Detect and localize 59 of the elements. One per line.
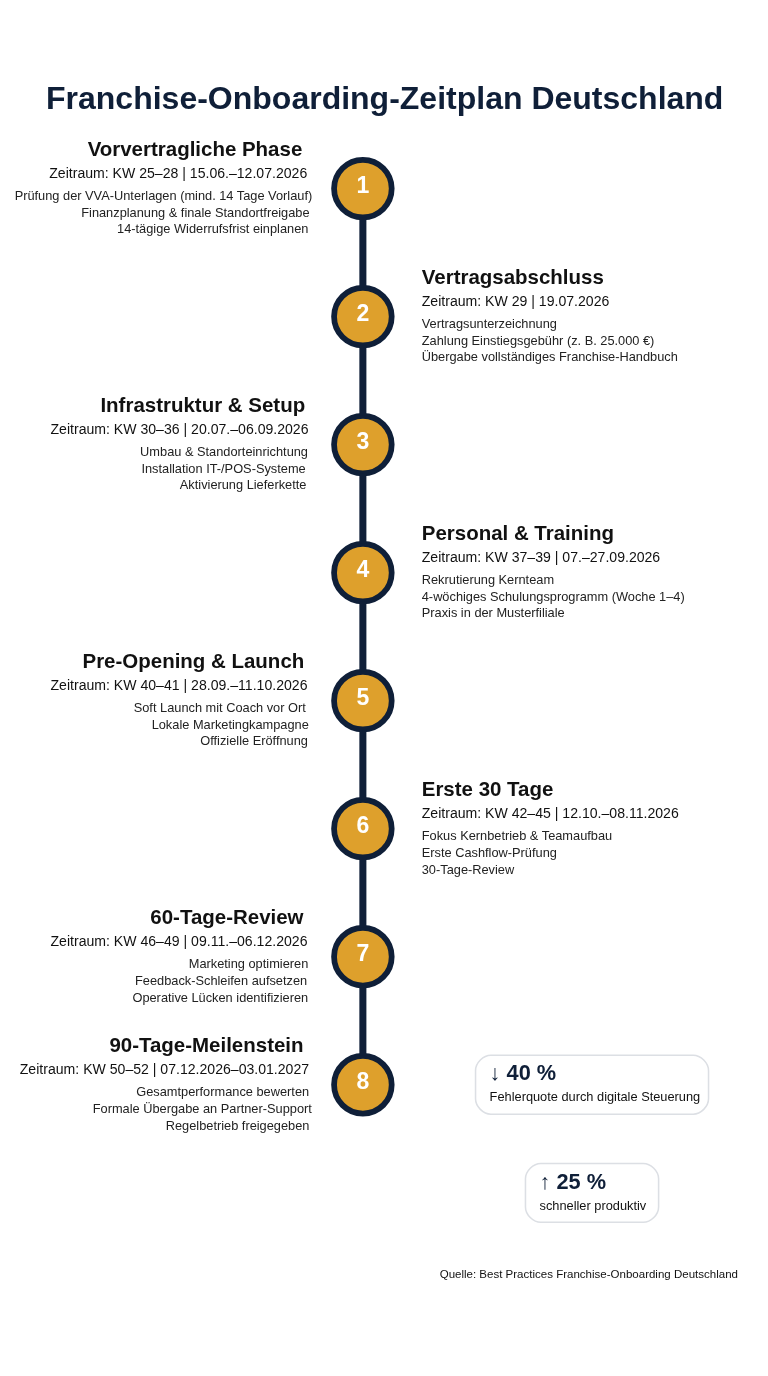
node-label: Zeitraum: KW 30–36 | 20.07.–06.09.2026 [50,420,309,437]
node-circle: 7 [331,924,395,988]
connector [359,857,367,928]
node-label: Installation IT-/POS-Systeme [141,460,306,476]
node-label: Lokale Marketingkampagne [151,716,309,732]
node-label: 30-Tage-Review [421,860,515,876]
node-circle: 2 [331,284,395,348]
node-label: Gesamtperformance bewerten [136,1083,310,1099]
node-circle: 8 [331,1052,395,1116]
node-label: Aktivierung Lieferkette [179,476,307,492]
connector [359,985,367,1056]
node-circle: 4 [331,540,395,604]
node-label: Zeitraum: KW 50–52 | 07.12.2026–03.01.2027 [19,1060,310,1077]
node-label: Umbau & Standorteinrichtung [140,443,309,459]
node-label: Infrastruktur & Setup [100,392,306,416]
node-label: Erste 30 Tage [421,776,554,800]
node-label: Operative Lücken identifizieren [132,989,309,1005]
caption: Quelle: Best Practices Franchise-Onboarding Deutschland [439,1267,738,1280]
node-label: Zahlung Einstiegsgebühr (z. B. 25.000 €) [421,332,655,348]
node-label: Praxis in der Musterfiliale [421,604,565,620]
node-circle: 3 [331,412,395,476]
node-label: Zeitraum: KW 37–39 | 07.–27.09.2026 [421,548,661,565]
node-label: Erste Cashflow-Prüfung [421,844,557,860]
node-label: Fokus Kernbetrieb & Teamaufbau [421,827,613,843]
node-label: Feedback-Schleifen aufsetzen [135,972,308,988]
node-label: Vertragsunterzeichnung [421,315,557,331]
node-label: 90-Tage-Meilenstein [109,1032,304,1056]
node-label: Zeitraum: KW 42–45 | 12.10.–08.11.2026 [421,804,679,821]
node-label: Prüfung der VVA-Unterlagen (mind. 14 Tage Vorlauf) [14,187,313,203]
node-label: 14-tägige Widerrufsfrist einplanen [117,220,309,236]
node-circle: 6 [331,796,395,860]
node-label: Vertragsabschluss [421,264,604,288]
diagram-title: Franchise-Onboarding-Zeitplan Deutschland [46,79,724,116]
node-label: Offizielle Eröffnung [200,732,308,748]
node-box: ↓ 40 % Fehlerquote durch digitale Steuerung [474,1054,710,1115]
connector [359,601,367,672]
node-label: Finanzplanung & finale Standortfreigabe [81,204,310,220]
node-label: Marketing optimieren [188,955,309,971]
node-label: Zeitraum: KW 29 | 19.07.2026 [421,292,610,309]
node-label: Regelbetrieb freigegeben [165,1117,310,1133]
node-label: Übergabe vollständiges Franchise-Handbuch [421,348,678,364]
node-circle: 5 [331,668,395,732]
node-label: Formale Übergabe an Partner-Support [92,1100,312,1116]
node-label: 4-wöchiges Schulungsprogramm (Woche 1–4) [421,588,685,604]
node-label: Zeitraum: KW 46–49 | 09.11.–06.12.2026 [50,932,308,949]
node-circle: 1 [331,156,395,220]
node-label: Zeitraum: KW 25–28 | 15.06.–12.07.2026 [49,164,308,181]
node-box: ↑ 25 % schneller produktiv [524,1162,660,1223]
connector [359,473,367,544]
connector [359,217,367,288]
node-label: Rekrutierung Kernteam [421,571,555,587]
node-label: 60-Tage-Review [150,904,304,928]
node-label: Vorvertragliche Phase [87,136,303,160]
connector [359,729,367,800]
connector [359,345,367,416]
node-label: Soft Launch mit Coach vor Ort [133,699,306,715]
node-label: Personal & Training [421,520,614,544]
node-label: Pre-Opening & Launch [82,648,305,672]
node-label: Zeitraum: KW 40–41 | 28.09.–11.10.2026 [50,676,308,693]
